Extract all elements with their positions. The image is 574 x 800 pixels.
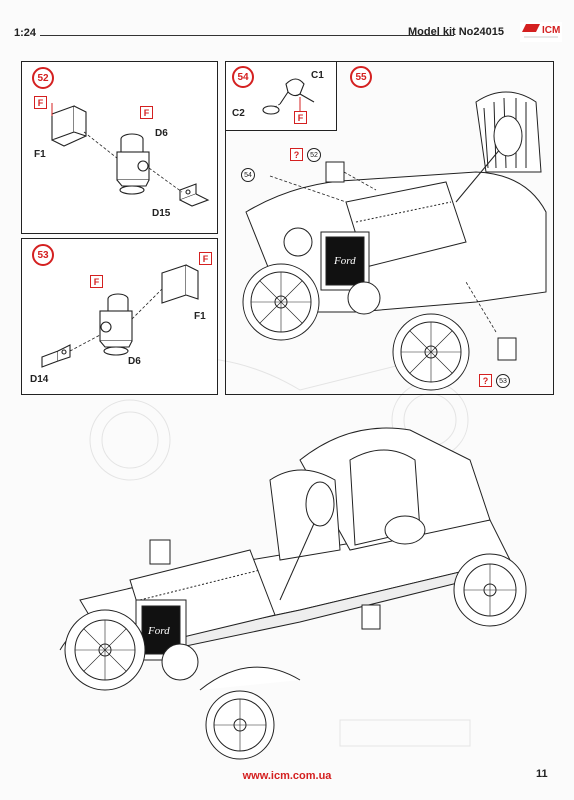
step-55-panel: 55 ? 52 54 ? 53	[225, 61, 554, 395]
help-marker: ?	[479, 374, 492, 387]
step-53-drawing	[41, 264, 199, 368]
step-55-number: 55	[350, 66, 372, 88]
step-52-number: 52	[32, 67, 54, 89]
step-53-panel: 53 F F F1 D6 D14	[21, 238, 218, 395]
step-55-car-drawing: Ford	[242, 91, 547, 391]
ref-step-52: 52	[307, 148, 321, 162]
step-53-number: 53	[32, 244, 54, 266]
ford-badge: Ford	[147, 625, 170, 637]
header-rule	[40, 35, 454, 36]
f-marker: F	[199, 252, 212, 265]
part-label-d15: D15	[152, 208, 171, 219]
brand-text: ICM	[542, 25, 560, 36]
part-label-c2: C2	[232, 108, 245, 119]
step-54-number: 54	[232, 66, 254, 88]
help-marker: ?	[290, 148, 303, 161]
step-54-drawing	[262, 78, 315, 115]
f-marker: F	[90, 275, 103, 288]
part-label-f1: F1	[194, 311, 206, 322]
kit-number: Model kit No24015	[408, 26, 504, 38]
website-url[interactable]: www.icm.com.ua	[242, 770, 332, 782]
part-label-d6: D6	[155, 128, 168, 139]
part-label-f1: F1	[34, 149, 46, 160]
assembled-car-illustration: Ford	[59, 427, 527, 760]
scale-label: 1:24	[14, 27, 37, 39]
step-52-drawing	[51, 103, 210, 207]
f-marker: F	[140, 106, 153, 119]
f-marker: F	[34, 96, 47, 109]
ref-step-53: 53	[496, 374, 510, 388]
part-label-c1: C1	[311, 70, 324, 81]
part-label-d14: D14	[30, 374, 49, 385]
step-52-panel: 52 F F F1 D6 D15	[21, 61, 218, 234]
step-54-panel: 54 C1 C2 F	[225, 61, 337, 131]
ref-step-54: 54	[241, 168, 255, 182]
ford-badge: Ford	[333, 255, 356, 267]
f-marker: F	[294, 111, 307, 124]
page-number: 11	[536, 768, 548, 780]
icm-logo: ICM	[520, 22, 562, 42]
part-label-d6: D6	[128, 356, 141, 367]
